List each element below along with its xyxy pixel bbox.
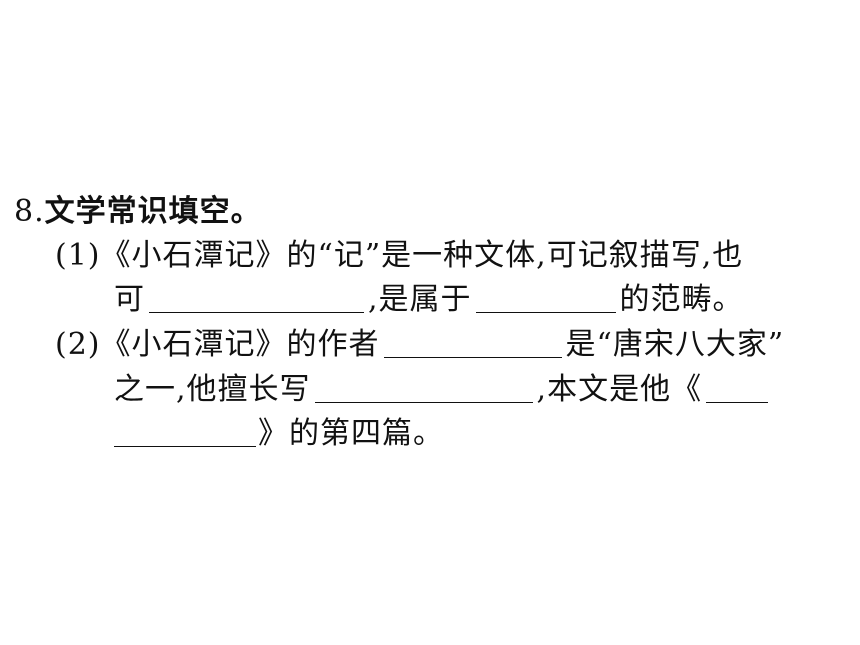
sub-question-1-text-2a: 可 bbox=[114, 282, 145, 317]
sub-question-1-line-2: 可 ,是属于 的范畴。 bbox=[114, 280, 744, 320]
sub-question-1-text-2c: 的范畴。 bbox=[619, 282, 744, 317]
answer-blank-3[interactable] bbox=[383, 327, 562, 358]
question-number: 8. bbox=[14, 194, 45, 229]
sub-question-2-text-2b: ,本文是他《 bbox=[536, 372, 703, 407]
question-title: 8.文学常识填空。 bbox=[14, 192, 262, 232]
answer-blank-5-end[interactable] bbox=[114, 416, 256, 447]
answer-blank-5-start[interactable] bbox=[706, 372, 769, 403]
sub-question-2-text-1b: 是“唐宋八大家” bbox=[565, 327, 785, 362]
question-title-text: 文学常识填空。 bbox=[44, 194, 262, 229]
sub-question-2-line-3: 》的第四篇。 bbox=[114, 414, 444, 454]
answer-blank-4[interactable] bbox=[314, 372, 533, 403]
sub-question-2-line-1: (2)《小石潭记》的作者 是“唐宋八大家” bbox=[55, 325, 784, 365]
sub-question-2-label: (2) bbox=[55, 327, 101, 362]
sub-question-1-label: (1) bbox=[55, 238, 101, 273]
answer-blank-2[interactable] bbox=[475, 282, 616, 313]
sub-question-2-text-2a: 之一,他擅长写 bbox=[114, 372, 311, 407]
answer-blank-1[interactable] bbox=[149, 282, 364, 313]
sub-question-1-text-2b: ,是属于 bbox=[368, 282, 472, 317]
sub-question-2-line-2: 之一,他擅长写 ,本文是他《 bbox=[114, 370, 769, 410]
sub-question-1-text: 《小石潭记》的“记”是一种文体,可记叙描写,也 bbox=[100, 238, 744, 273]
sub-question-1-line-1: (1)《小石潭记》的“记”是一种文体,可记叙描写,也 bbox=[55, 236, 743, 276]
sub-question-2-text-1a: 《小石潭记》的作者 bbox=[100, 327, 380, 362]
sub-question-2-text-3a: 》的第四篇。 bbox=[258, 416, 444, 451]
